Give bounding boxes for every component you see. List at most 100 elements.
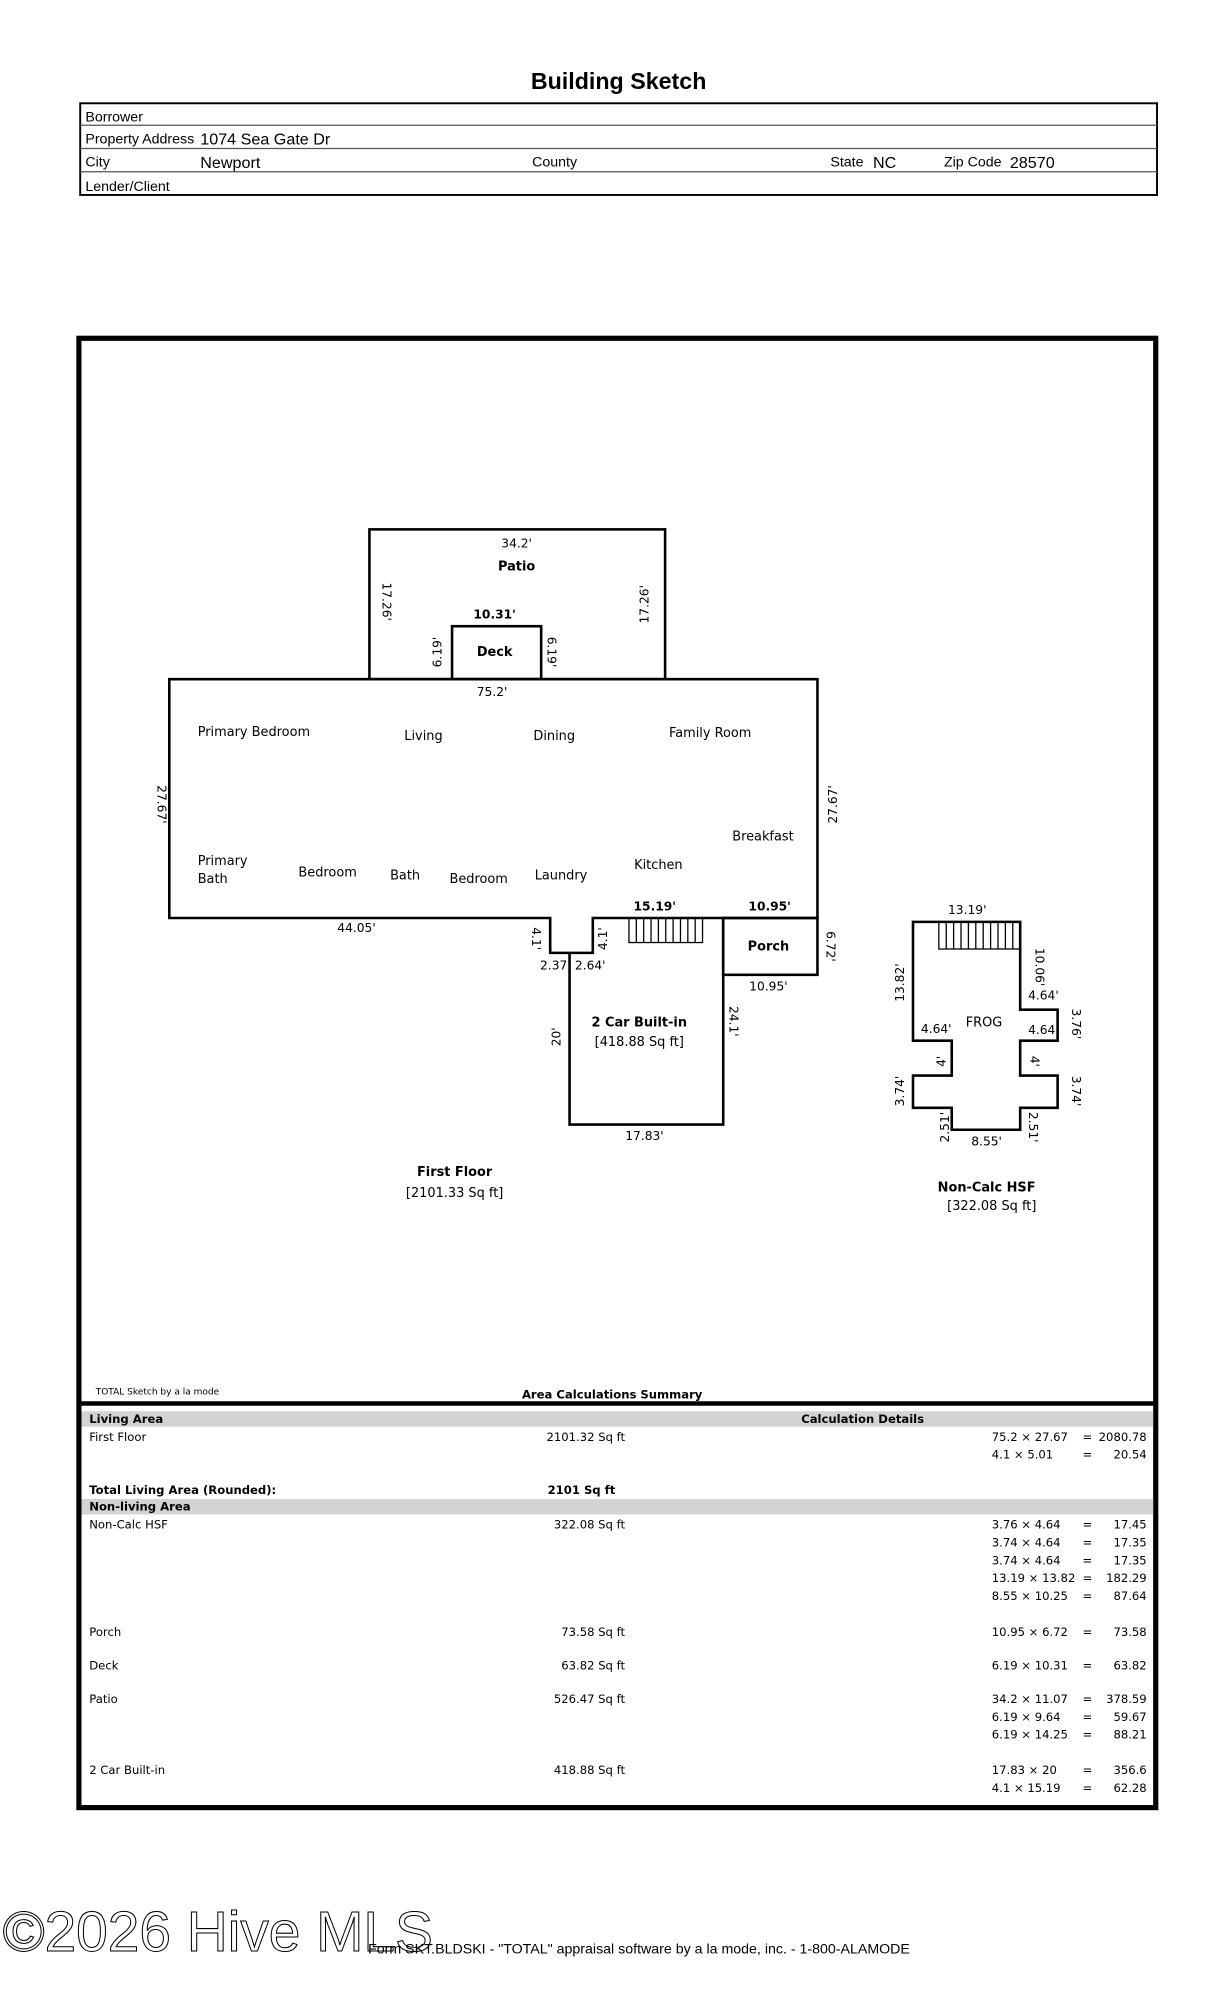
- room-label: Kitchen: [634, 858, 683, 873]
- noncalc-area: [322.08 Sq ft]: [947, 1199, 1036, 1214]
- room-label: Laundry: [535, 868, 588, 883]
- room-label: Primary: [198, 854, 248, 869]
- dimension-label: 44.05': [337, 921, 375, 935]
- dimension-label: 10.06': [1033, 948, 1047, 986]
- calc-equals: =: [1082, 1692, 1092, 1706]
- porch-label: Porch: [748, 939, 790, 954]
- calc-result: 182.29: [1106, 1571, 1147, 1585]
- dimension-label: 2.51': [1026, 1112, 1040, 1143]
- dimension-label: 15.19': [634, 899, 677, 913]
- zip-value: 28570: [1010, 154, 1055, 172]
- area-value: 63.82 Sq ft: [561, 1658, 625, 1672]
- calc-expression: 4.1 × 5.01: [992, 1448, 1053, 1462]
- calc-expression: 3.74 × 4.64: [992, 1553, 1061, 1567]
- calc-expression: 6.19 × 10.31: [992, 1658, 1068, 1672]
- room-label: Bedroom: [298, 866, 356, 881]
- dimension-label: 4.64': [1028, 1023, 1059, 1037]
- room-label: Primary Bedroom: [198, 725, 310, 740]
- area-value: 418.88 Sq ft: [554, 1763, 626, 1777]
- total-living-label: Total Living Area (Rounded):: [89, 1483, 276, 1497]
- area-name: 2 Car Built-in: [89, 1763, 165, 1777]
- calc-result: 73.58: [1113, 1625, 1146, 1639]
- calc-expression: 8.55 × 10.25: [992, 1589, 1068, 1603]
- dimension-label: 27.67': [155, 785, 169, 823]
- dimension-label: 2.64': [575, 959, 606, 973]
- calc-equals: =: [1082, 1571, 1092, 1585]
- area-name: Deck: [89, 1658, 118, 1672]
- dimension-label: 34.2': [501, 536, 532, 550]
- watermark: ©2026 Hive MLS: [3, 1901, 433, 1964]
- dimension-label: 4.1': [529, 927, 543, 950]
- county-label: County: [532, 155, 578, 171]
- dimension-label: 17.26': [637, 585, 651, 623]
- calc-expression: 3.74 × 4.64: [992, 1536, 1061, 1550]
- area-name: Porch: [89, 1625, 121, 1639]
- dimension-label: 75.2': [477, 685, 508, 699]
- calc-result: 17.35: [1113, 1553, 1146, 1567]
- calc-equals: =: [1082, 1589, 1092, 1603]
- calc-equals: =: [1082, 1781, 1092, 1795]
- calc-equals: =: [1082, 1518, 1092, 1532]
- dimension-label: 20': [550, 1027, 564, 1046]
- patio-label: Patio: [498, 560, 535, 575]
- dimension-label: 2.51': [938, 1112, 952, 1143]
- calc-expression: 34.2 × 11.07: [992, 1692, 1068, 1706]
- calc-result: 87.64: [1113, 1589, 1146, 1603]
- room-label: Family Room: [669, 726, 751, 741]
- dimension-label: 24.1': [727, 1006, 741, 1037]
- area-value: 526.47 Sq ft: [554, 1692, 626, 1706]
- calc-equals: =: [1082, 1536, 1092, 1550]
- garage-area: [418.88 Sq ft]: [595, 1035, 684, 1050]
- address-value: 1074 Sea Gate Dr: [200, 131, 331, 149]
- area-name: Patio: [89, 1692, 117, 1706]
- lender-label: Lender/Client: [85, 179, 169, 195]
- dimension-label: 17.83': [625, 1129, 663, 1143]
- dimension-label: 4.1': [596, 927, 610, 950]
- dimension-label: 3.76': [1069, 1009, 1083, 1040]
- dimension-label: 10.31': [473, 607, 516, 621]
- calc-equals: =: [1082, 1448, 1092, 1462]
- dimension-label: 6.19': [431, 637, 445, 668]
- nonliving-area-header: Non-living Area: [89, 1500, 190, 1514]
- sketch-credit: TOTAL Sketch by a la mode: [95, 1387, 220, 1397]
- calc-equals: =: [1082, 1430, 1092, 1444]
- state-label: State: [830, 155, 863, 171]
- calc-result: 378.59: [1106, 1692, 1147, 1706]
- total-living-value: 2101 Sq ft: [548, 1483, 616, 1497]
- first-floor-label: First Floor: [417, 1165, 493, 1180]
- dimension-label: 13.82': [893, 963, 907, 1001]
- dimension-label: 8.55': [971, 1134, 1002, 1148]
- room-label: Living: [404, 729, 442, 744]
- room-label: Bedroom: [449, 872, 507, 887]
- room-label: Breakfast: [732, 830, 793, 845]
- living-area-header: Living Area: [89, 1412, 163, 1426]
- area-value: 73.58 Sq ft: [561, 1625, 625, 1639]
- calc-equals: =: [1082, 1763, 1092, 1777]
- calc-equals: =: [1082, 1710, 1092, 1724]
- calc-expression: 3.76 × 4.64: [992, 1518, 1061, 1532]
- first-floor-area: [2101.33 Sq ft]: [406, 1186, 503, 1201]
- dimension-label: 4': [1027, 1056, 1041, 1067]
- calc-equals: =: [1082, 1625, 1092, 1639]
- room-label: Dining: [533, 729, 575, 744]
- property-header-table: Borrower Property Address 1074 Sea Gate …: [79, 102, 1159, 196]
- stairs-icon: [938, 921, 1021, 950]
- calc-expression: 10.95 × 6.72: [992, 1625, 1068, 1639]
- deck-label: Deck: [477, 645, 513, 660]
- borrower-label: Borrower: [85, 109, 143, 125]
- section-header-band: [81, 1499, 1154, 1515]
- dimension-label: 13.19': [948, 903, 986, 917]
- calc-result: 17.35: [1113, 1536, 1146, 1550]
- dimension-label: 2.37': [540, 959, 571, 973]
- stairs-icon: [628, 917, 704, 944]
- dimension-label: 6.19': [545, 637, 559, 668]
- area-row: Porch 73.58 Sq ft 10.95 × 6.72 = 73.58: [89, 1625, 1146, 1639]
- garage-label: 2 Car Built-in: [592, 1015, 688, 1030]
- dimension-label: 10.95': [749, 979, 787, 993]
- dimension-label: 27.67': [826, 785, 840, 823]
- noncalc-label: Non-Calc HSF: [938, 1181, 1036, 1196]
